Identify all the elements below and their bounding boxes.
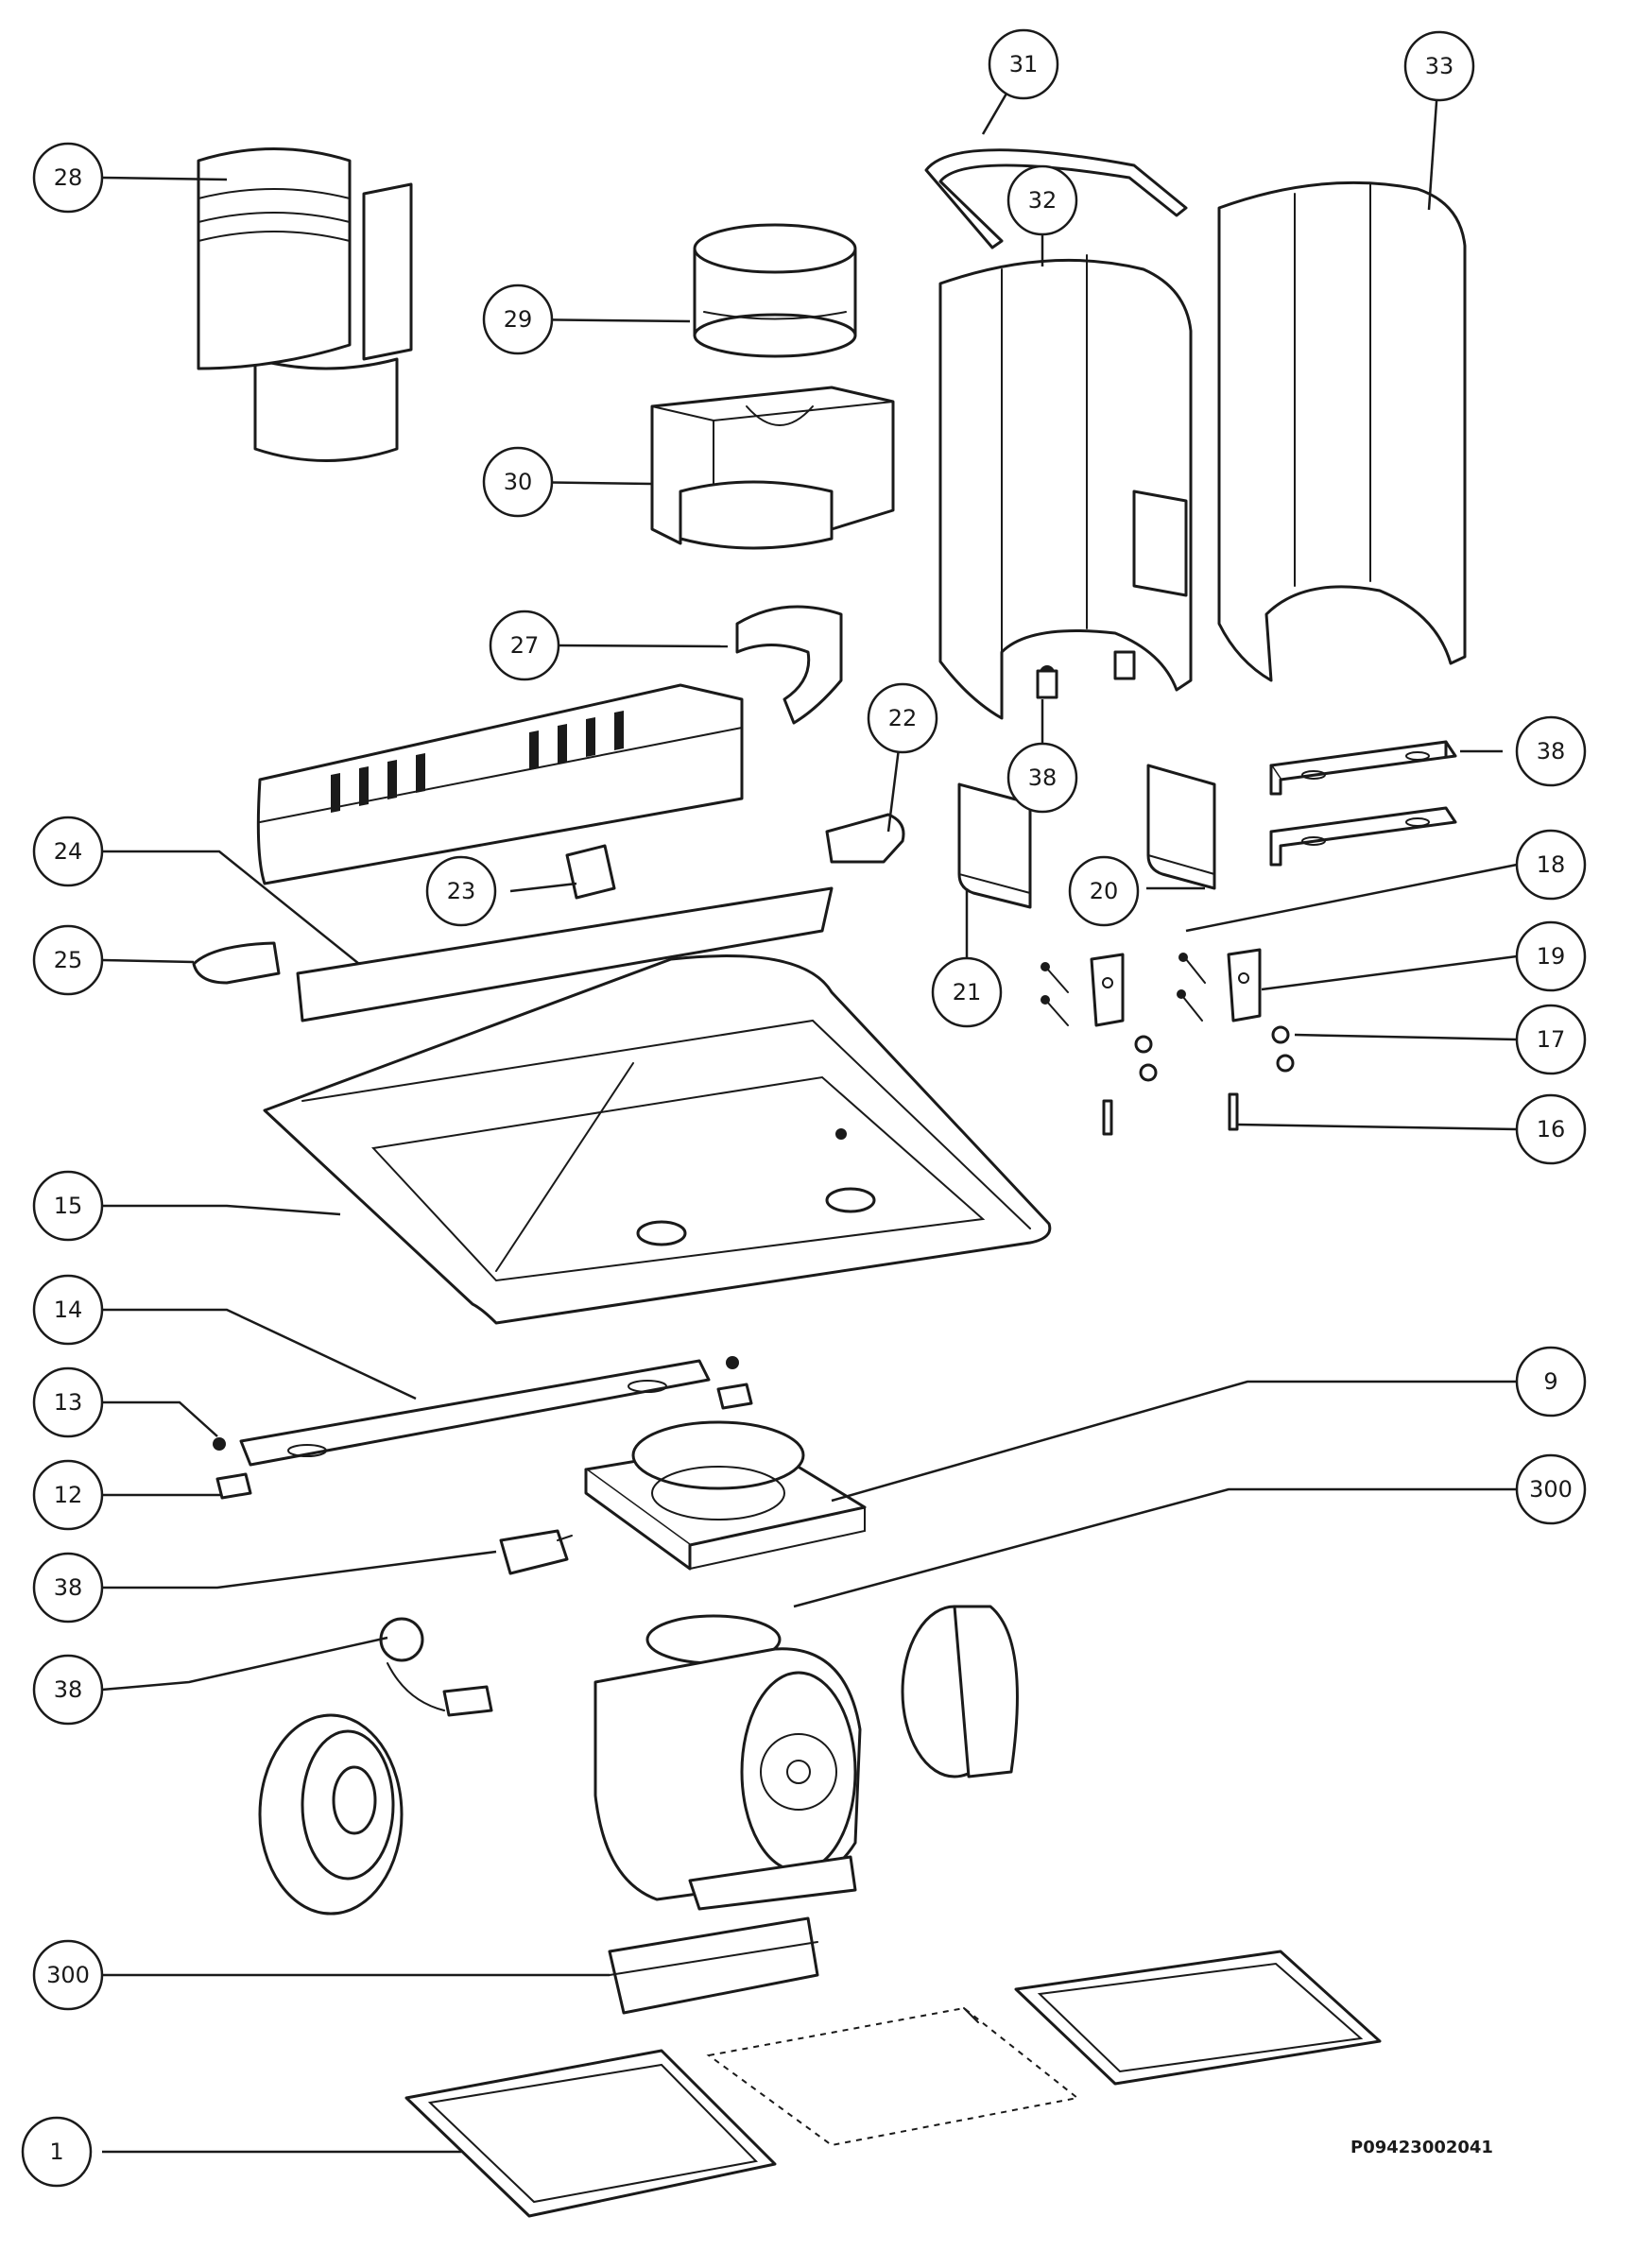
callout-29: 30 <box>482 446 554 518</box>
part-40-switch <box>499 1529 573 1575</box>
callout-27: 28 <box>32 142 104 214</box>
callout-9: 9 <box>1515 1346 1587 1418</box>
callout-24-label: 25 <box>54 947 83 973</box>
callout-18-label: 19 <box>1537 943 1566 970</box>
part-28-round-collar <box>693 223 857 358</box>
part-39-clips <box>1036 650 1136 699</box>
callout-9-label: 9 <box>1543 1368 1557 1395</box>
part-15-pins <box>1102 1092 1239 1136</box>
part-31-chimney-front <box>938 254 1193 720</box>
filter-disc-right <box>901 1605 1019 1778</box>
callout-21: 22 <box>867 682 938 754</box>
callout-38-label: 38 <box>54 1676 83 1703</box>
grease-filter-right <box>1014 1950 1382 2086</box>
part-22-clip <box>565 844 616 900</box>
part-17-screws <box>1041 953 1206 1026</box>
part-12-nut <box>213 1356 739 1451</box>
callout-21-label: 22 <box>888 705 918 731</box>
part-19-filter-cartridge <box>1146 764 1216 890</box>
callout-13-label: 14 <box>54 1297 83 1323</box>
grease-filter-center <box>706 2006 1080 2147</box>
callout-13: 14 <box>32 1274 104 1346</box>
part-24-end-cap <box>192 941 281 985</box>
callout-33-label: 38 <box>1537 738 1566 765</box>
part-13-lower-panel <box>239 1359 711 1467</box>
callout-39: 38 <box>1006 742 1078 814</box>
callout-25-label: 27 <box>510 632 540 659</box>
callout-29-label: 30 <box>504 469 533 495</box>
reference-code: P09423002041 <box>1350 2138 1493 2157</box>
callout-25: 27 <box>489 610 560 681</box>
callout-14: 15 <box>32 1170 104 1242</box>
callout-28-label: 29 <box>504 306 533 333</box>
callout-31-label: 32 <box>1028 187 1058 214</box>
callout-20-label: 21 <box>953 979 982 1005</box>
callout-40-label: 38 <box>54 1574 83 1601</box>
callout-39-label: 38 <box>1028 765 1058 791</box>
callout-100: 300 <box>32 1939 104 2011</box>
callout-300: 300 <box>1515 1453 1587 1525</box>
part-32-chimney-rear <box>1217 180 1467 682</box>
callout-30: 31 <box>988 28 1059 100</box>
callout-19-label: 20 <box>1090 878 1119 904</box>
callout-18: 19 <box>1515 920 1587 992</box>
callout-22-label: 23 <box>447 878 476 904</box>
callout-14-label: 15 <box>54 1193 83 1219</box>
callout-38: 38 <box>32 1654 104 1726</box>
callout-33: 38 <box>1515 715 1587 787</box>
part-20-filter-cartridge <box>957 782 1032 909</box>
part-21-end-cap <box>825 813 905 864</box>
callout-22: 23 <box>425 855 497 927</box>
part-11-clip <box>215 1383 753 1500</box>
callout-bubbles: 31 33 32 28 29 30 27 22 23 24 25 38 38 2… <box>21 28 1587 2188</box>
callout-15: 16 <box>1515 1093 1587 1165</box>
callout-12-label: 13 <box>54 1389 83 1416</box>
callout-12: 13 <box>32 1366 104 1438</box>
part-38-lamp-holder <box>379 1617 493 1717</box>
callout-30-label: 31 <box>1009 51 1039 77</box>
part-300-blower-motor <box>593 1614 862 1911</box>
part-18-mounting-plates <box>1090 948 1262 1027</box>
part-30-top-bracket <box>924 148 1188 249</box>
callout-17: 18 <box>1515 829 1587 901</box>
callout-32: 33 <box>1403 30 1475 102</box>
callout-11-label: 12 <box>54 1482 83 1508</box>
part-29-duct-adapter <box>650 386 895 550</box>
callout-300-label: 300 <box>1529 1476 1573 1503</box>
callout-17-label: 18 <box>1537 851 1566 878</box>
callout-11: 12 <box>32 1459 104 1531</box>
callout-40: 38 <box>32 1552 104 1624</box>
callout-27-label: 28 <box>54 164 83 191</box>
part-14-hood-body <box>263 954 1052 1325</box>
callout-23-label: 24 <box>54 838 83 865</box>
callout-19: 20 <box>1068 855 1140 927</box>
part-1-grease-filter <box>404 2049 777 2218</box>
part-33-wall-brackets <box>1269 740 1457 867</box>
part-25-cover-cap <box>735 605 843 725</box>
callout-32-label: 33 <box>1425 53 1454 79</box>
control-panel-housing <box>256 683 744 885</box>
filter-disc-left <box>258 1713 404 1916</box>
callout-23: 24 <box>32 816 104 887</box>
part-27-duct-sleeve <box>197 147 413 462</box>
callout-1-label: 1 <box>49 2139 63 2165</box>
part-100-light-panel <box>608 1916 819 2015</box>
callout-28: 29 <box>482 284 554 355</box>
callout-15-label: 16 <box>1537 1116 1566 1143</box>
callout-20: 21 <box>931 956 1003 1028</box>
part-23-front-strip <box>296 886 834 1022</box>
part-9-motor-flange <box>584 1420 867 1571</box>
callout-16-label: 17 <box>1537 1026 1566 1053</box>
part-16-nuts <box>1134 1025 1295 1082</box>
callout-31: 32 <box>1006 164 1078 236</box>
callout-16: 17 <box>1515 1004 1587 1075</box>
callout-1: 1 <box>21 2116 93 2188</box>
callout-100-label: 300 <box>46 1962 90 1988</box>
callout-24: 25 <box>32 924 104 996</box>
